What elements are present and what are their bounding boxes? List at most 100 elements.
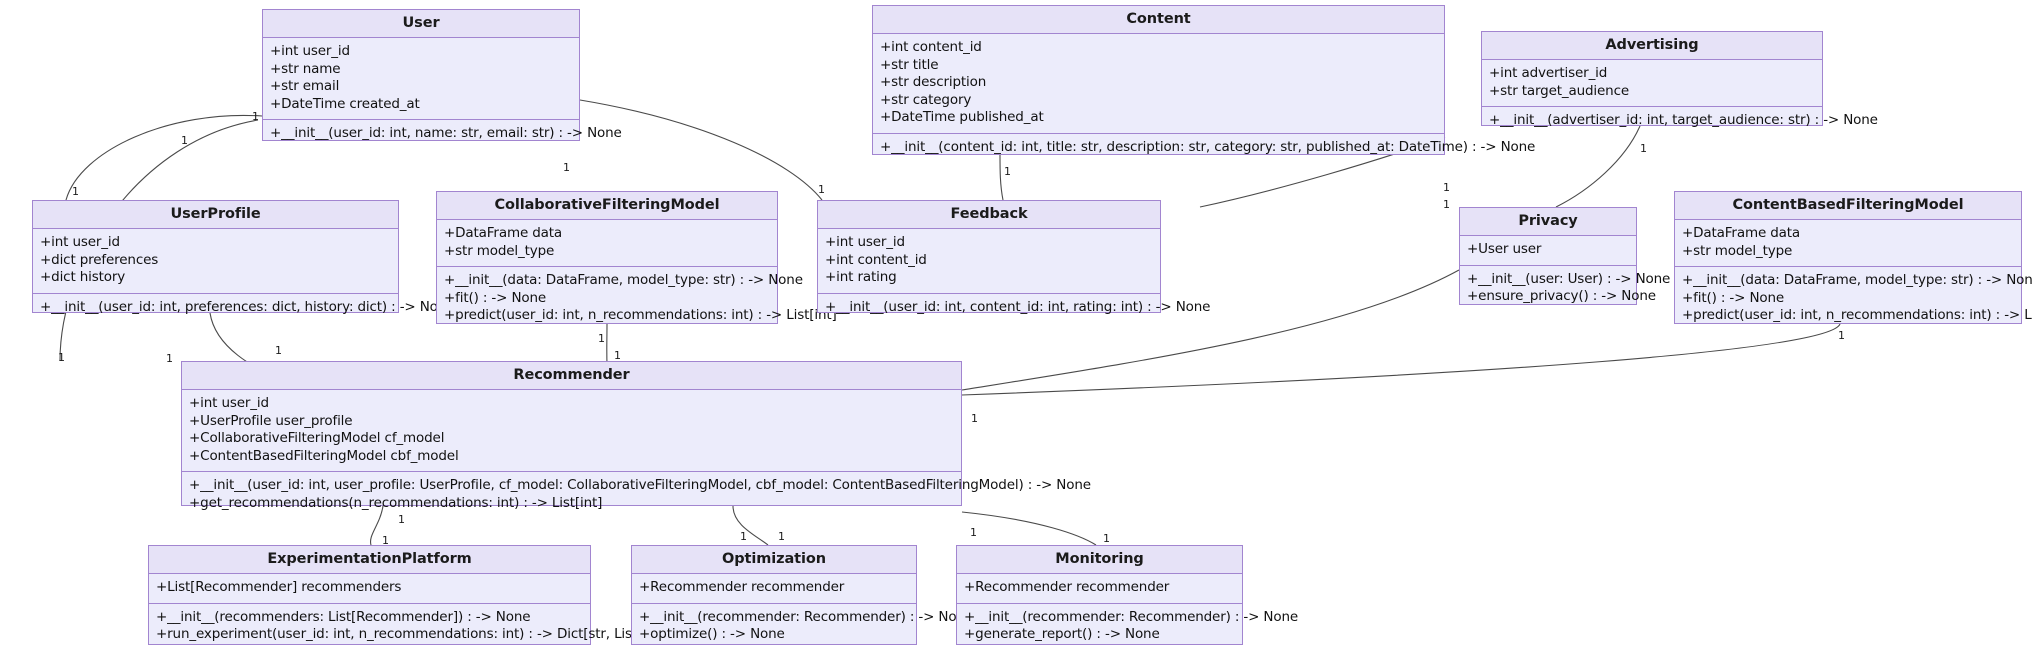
attributes-compartment-feedback: +int user_id+int content_id+int rating xyxy=(818,229,1160,294)
methods-compartment-feedback: +__init__(user_id: int, content_id: int,… xyxy=(818,294,1211,323)
attribute-line: +DataFrame data xyxy=(1682,225,1801,241)
attribute-line: +dict history xyxy=(40,269,126,285)
attribute-line: +int content_id xyxy=(880,39,982,55)
attributes-compartment-cbfmodel: +DataFrame data+str model_type xyxy=(1675,220,2021,267)
attribute-line: +UserProfile user_profile xyxy=(189,412,353,429)
methods-compartment-cfmodel: +__init__(data: DataFrame, model_type: s… xyxy=(437,267,837,331)
class-name-privacy: Privacy xyxy=(1460,208,1636,236)
attribute-line: +DataFrame data xyxy=(444,225,563,241)
uml-class-advertising[interactable]: Advertising+int advertiser_id+str target… xyxy=(1481,31,1878,128)
method-line: +__init__(content_id: int, title: str, d… xyxy=(880,138,1536,155)
method-line: +ensure_privacy() : -> None xyxy=(1467,288,1656,304)
method-line: +__init__(user_id: int, user_profile: Us… xyxy=(189,477,1091,493)
methods-compartment-recommender: +__init__(user_id: int, user_profile: Us… xyxy=(182,472,1091,518)
uml-class-user[interactable]: User+int user_id+str name+str email+Date… xyxy=(262,9,622,141)
attribute-line: +str name xyxy=(270,60,341,77)
uml-class-cfmodel[interactable]: CollaborativeFilteringModel+DataFrame da… xyxy=(436,191,837,324)
class-name-experimentationplatform: ExperimentationPlatform xyxy=(149,546,590,574)
multiplicity-label: 1 xyxy=(382,534,389,547)
attribute-line: +dict preferences xyxy=(40,251,159,268)
class-name-monitoring: Monitoring xyxy=(957,546,1242,574)
multiplicity-label: 1 xyxy=(72,185,79,198)
multiplicity-label: 1 xyxy=(563,161,570,174)
attributes-compartment-privacy: +User user xyxy=(1460,236,1636,266)
attribute-line: +List[Recommender] recommenders xyxy=(156,579,402,595)
association-edge-recommender-monitoring xyxy=(961,511,1097,546)
methods-compartment-advertising: +__init__(advertiser_id: int, target_aud… xyxy=(1482,107,1878,136)
class-name-user: User xyxy=(263,10,579,38)
attribute-line: +int rating xyxy=(825,269,897,285)
methods-compartment-experimentationplatform: +__init__(recommenders: List[Recommender… xyxy=(149,604,670,650)
class-name-content: Content xyxy=(873,6,1444,34)
attribute-line: +int user_id xyxy=(189,395,269,411)
attribute-line: +DateTime created_at xyxy=(270,95,420,112)
attribute-line: +int user_id xyxy=(40,234,120,250)
uml-class-content[interactable]: Content+int content_id+str title+str des… xyxy=(872,5,1536,155)
multiplicity-label: 1 xyxy=(1640,142,1647,155)
attribute-line: +str email xyxy=(270,78,340,94)
methods-compartment-monitoring: +__init__(recommender: Recommender) : ->… xyxy=(957,604,1299,650)
class-name-cbfmodel: ContentBasedFilteringModel xyxy=(1675,192,2021,220)
method-line: +fit() : -> None xyxy=(444,289,547,306)
method-line: +predict(user_id: int, n_recommendations… xyxy=(444,307,837,323)
attribute-line: +str model_type xyxy=(444,242,555,259)
uml-class-cbfmodel[interactable]: ContentBasedFilteringModel+DataFrame dat… xyxy=(1674,191,2032,324)
attribute-line: +str model_type xyxy=(1682,242,1793,259)
uml-class-privacy[interactable]: Privacy +User user +__init__(user: User) :… xyxy=(1459,207,1670,305)
uml-class-optimization[interactable]: Optimization +Recommender recommender +__i… xyxy=(631,545,973,645)
method-line: +__init__(user: User) : -> None xyxy=(1467,270,1671,287)
attribute-line: +Recommender recommender xyxy=(639,579,845,595)
attribute-line: +str target_audience xyxy=(1489,82,1630,99)
method-line: +__init__(recommender: Recommender) : ->… xyxy=(964,608,1299,625)
multiplicity-label: 1 xyxy=(1443,181,1450,194)
method-line: +__init__(recommenders: List[Recommender… xyxy=(156,608,531,625)
attribute-line: +DateTime published_at xyxy=(880,109,1044,125)
uml-class-experimentationplatform[interactable]: ExperimentationPlatform +List[Recommender… xyxy=(148,545,670,645)
method-line: +fit() : -> None xyxy=(1682,289,1785,306)
attribute-line: +int content_id xyxy=(825,251,927,268)
attribute-line: +User user xyxy=(1467,241,1542,257)
method-line: +__init__(data: DataFrame, model_type: s… xyxy=(444,272,803,288)
multiplicity-label: 1 xyxy=(970,526,977,539)
method-line: +generate_report() : -> None xyxy=(964,626,1160,642)
method-line: +__init__(user_id: int, content_id: int,… xyxy=(825,298,1211,315)
method-line: +__init__(user_id: int, name: str, email… xyxy=(270,125,622,141)
multiplicity-label: 1 xyxy=(181,134,188,147)
multiplicity-label: 1 xyxy=(778,530,785,543)
multiplicity-label: 1 xyxy=(252,110,259,123)
methods-compartment-userprofile: +__init__(user_id: int, preferences: dic… xyxy=(33,294,455,323)
uml-class-monitoring[interactable]: Monitoring+Recommender recommender +__ini… xyxy=(956,545,1298,645)
multiplicity-label: 1 xyxy=(971,412,978,425)
class-name-advertising: Advertising xyxy=(1482,32,1822,60)
attributes-compartment-monitoring: +Recommender recommender xyxy=(957,574,1242,604)
multiplicity-label: 1 xyxy=(1103,532,1110,545)
method-line: +predict(user_id: int, n_recommendations… xyxy=(1682,307,2032,323)
multiplicity-label: 1 xyxy=(398,513,405,526)
multiplicity-label: 1 xyxy=(1838,329,1845,342)
uml-class-recommender[interactable]: Recommender+int user_id+UserProfile user… xyxy=(181,361,1091,511)
uml-class-feedback[interactable]: Feedback+int user_id+int content_id+int … xyxy=(817,200,1210,315)
attribute-line: +CollaborativeFilteringModel cf_model xyxy=(189,430,445,446)
method-line: +run_experiment(user_id: int, n_recommen… xyxy=(156,626,670,642)
methods-compartment-optimization: +__init__(recommender: Recommender) : ->… xyxy=(632,604,974,650)
method-line: +__init__(advertiser_id: int, target_aud… xyxy=(1489,112,1878,128)
class-name-optimization: Optimization xyxy=(632,546,916,574)
uml-class-userprofile[interactable]: UserProfile+int user_id+dict preferences… xyxy=(32,200,455,315)
attributes-compartment-userprofile: +int user_id+dict preferences+dict histo… xyxy=(33,229,398,294)
multiplicity-label: 1 xyxy=(818,183,825,196)
attributes-compartment-cfmodel: +DataFrame data+str model_type xyxy=(437,220,777,267)
attributes-compartment-user: +int user_id+str name+str email+DateTime… xyxy=(263,38,579,120)
multiplicity-label: 1 xyxy=(1004,165,1011,178)
multiplicity-label: 1 xyxy=(614,349,621,362)
attributes-compartment-recommender: +int user_id+UserProfile user_profile+Co… xyxy=(182,390,961,472)
methods-compartment-privacy: +__init__(user: User) : -> None+ensure_p… xyxy=(1460,266,1671,312)
multiplicity-label: 1 xyxy=(1443,198,1450,211)
multiplicity-label: 1 xyxy=(740,530,747,543)
method-line: +__init__(recommender: Recommender) : ->… xyxy=(639,608,974,625)
multiplicity-label: 1 xyxy=(166,352,173,365)
methods-compartment-cbfmodel: +__init__(data: DataFrame, model_type: s… xyxy=(1675,267,2032,331)
attribute-line: +int user_id xyxy=(270,43,350,59)
multiplicity-label: 1 xyxy=(275,344,282,357)
attributes-compartment-advertising: +int advertiser_id+str target_audience xyxy=(1482,60,1822,107)
